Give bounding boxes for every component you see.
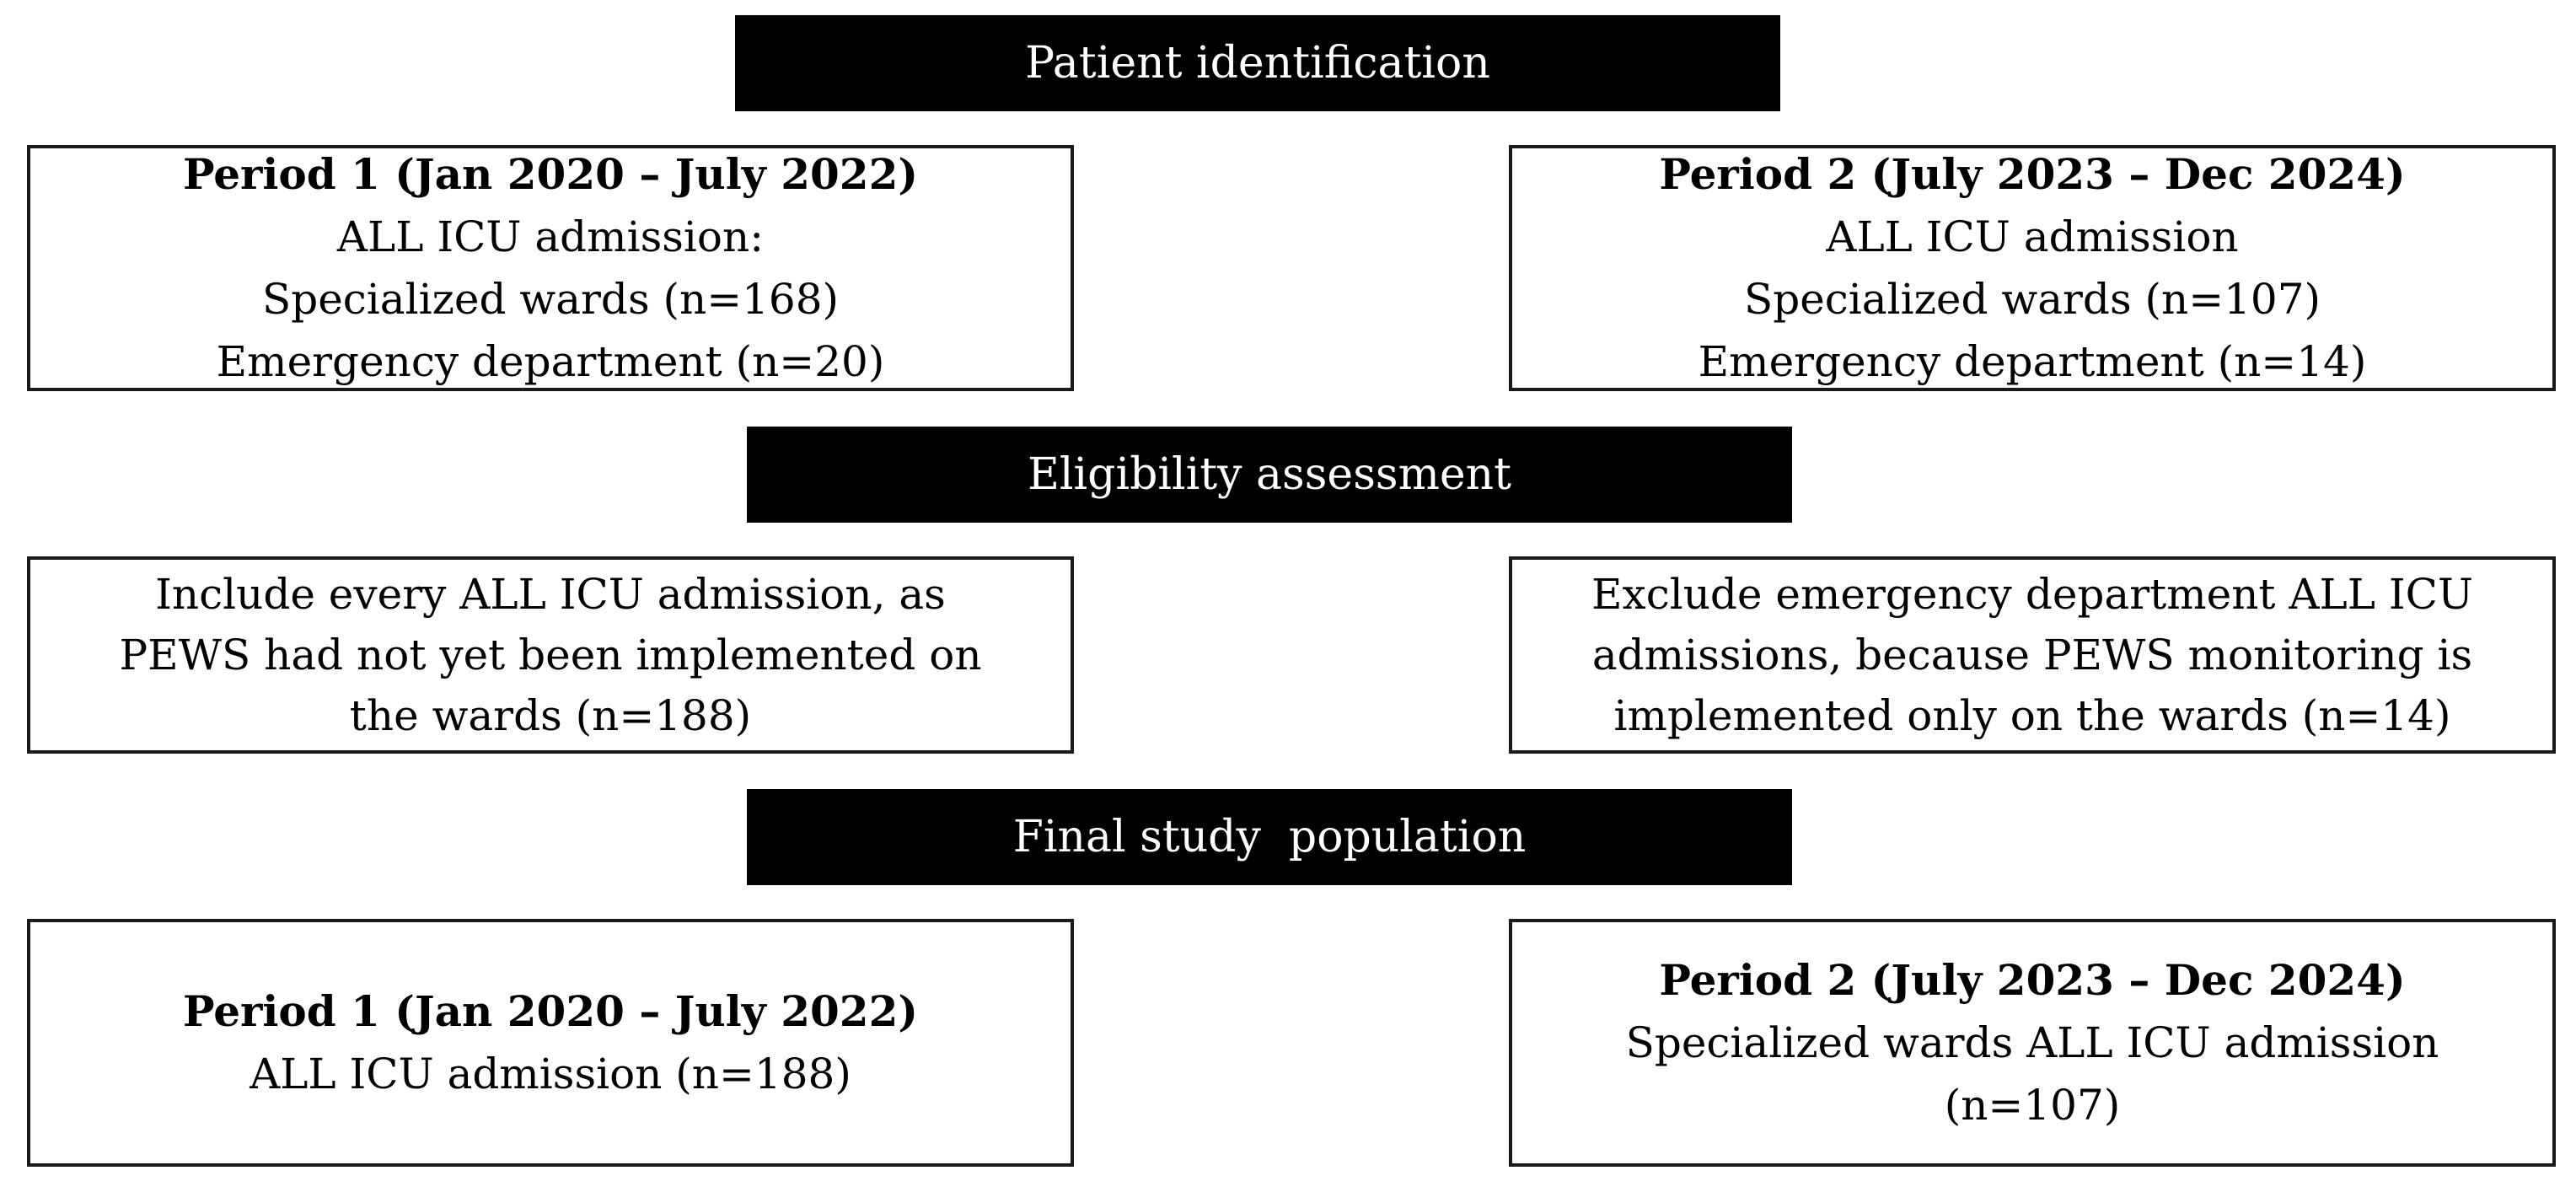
banner-final-study-population: Final study population	[747, 789, 1792, 885]
banner-label: Eligibility assessment	[1027, 449, 1512, 500]
eligibility-exclude-box: Exclude emergency department ALL ICU adm…	[1509, 556, 2556, 754]
box-line: PEWS had not yet been implemented on	[119, 631, 982, 679]
box-line: implemented only on the wards (n=14)	[1613, 691, 2451, 740]
period-title: Period 1 (Jan 2020 – July 2022)	[182, 149, 919, 199]
box-line: ALL ICU admission (n=188)	[250, 1050, 851, 1098]
box-line: Emergency department (n=14)	[1698, 337, 2367, 386]
period-title: Period 2 (July 2023 – Dec 2024)	[1659, 955, 2406, 1005]
final-period2-box: Period 2 (July 2023 – Dec 2024) Speciali…	[1509, 919, 2556, 1167]
period-title: Period 1 (Jan 2020 – July 2022)	[182, 986, 919, 1036]
box-line: ALL ICU admission:	[336, 212, 765, 261]
box-line: ALL ICU admission	[1826, 212, 2239, 261]
final-period1-box: Period 1 (Jan 2020 – July 2022) ALL ICU …	[27, 919, 1074, 1167]
box-line: Exclude emergency department ALL ICU	[1591, 570, 2473, 619]
box-line: Include every ALL ICU admission, as	[155, 570, 946, 619]
box-line: Specialized wards ALL ICU admission	[1625, 1018, 2439, 1067]
banner-label: Final study population	[1012, 812, 1527, 862]
box-line: Specialized wards (n=107)	[1743, 275, 2321, 324]
banner-eligibility-assessment: Eligibility assessment	[747, 427, 1792, 523]
box-line: Specialized wards (n=168)	[261, 275, 840, 324]
box-line: admissions, because PEWS monitoring is	[1591, 631, 2473, 679]
eligibility-include-box: Include every ALL ICU admission, as PEWS…	[27, 556, 1074, 754]
banner-label: Patient identification	[1025, 38, 1490, 89]
period-title: Period 2 (July 2023 – Dec 2024)	[1659, 149, 2406, 199]
identification-period2-box: Period 2 (July 2023 – Dec 2024) ALL ICU …	[1509, 145, 2556, 391]
box-line: Emergency department (n=20)	[216, 337, 885, 386]
box-line: the wards (n=188)	[349, 691, 752, 740]
box-line: (n=107)	[1944, 1081, 2121, 1130]
banner-patient-identification: Patient identification	[735, 15, 1780, 111]
identification-period1-box: Period 1 (Jan 2020 – July 2022) ALL ICU …	[27, 145, 1074, 391]
